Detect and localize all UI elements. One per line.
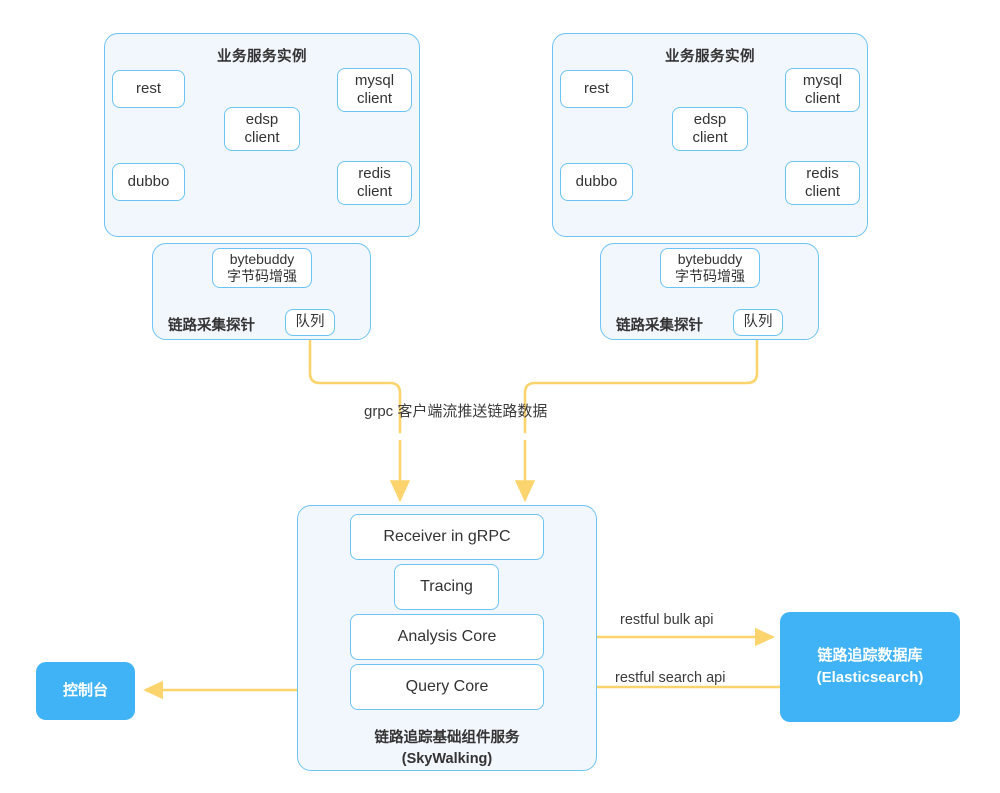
component-dubbo-1[interactable]: dubbo	[112, 163, 185, 201]
module-tracing[interactable]: Tracing	[394, 564, 499, 610]
component-edsp-client-2[interactable]: edsp client	[672, 107, 748, 151]
queue-box-2[interactable]: 队列	[733, 309, 783, 336]
component-label-line1: redis	[806, 164, 839, 182]
component-label-line2: client	[356, 90, 393, 107]
skywalking-caption: 链路追踪基础组件服务 (SkyWalking)	[298, 728, 596, 770]
queue-box-1[interactable]: 队列	[285, 309, 335, 336]
component-label-line1: mysql	[354, 71, 395, 89]
component-label-line2: client	[804, 90, 841, 107]
console-label: 控制台	[62, 682, 108, 700]
module-query-core[interactable]: Query Core	[350, 664, 544, 710]
component-label: rest	[583, 79, 609, 97]
component-label: dubbo	[127, 172, 170, 190]
component-redis-client-1[interactable]: redis client	[337, 161, 412, 205]
service-instance-title-1: 业务服务实例	[217, 49, 307, 65]
component-label-line2: client	[804, 183, 841, 200]
component-redis-client-2[interactable]: redis client	[785, 161, 860, 205]
storage-label-line1: 链路追踪数据库	[817, 647, 923, 665]
component-rest-1[interactable]: rest	[112, 70, 185, 108]
component-label-line1: mysql	[802, 71, 843, 89]
bytebuddy-box-1[interactable]: bytebuddy 字节码增强	[212, 248, 312, 288]
edge-label-restful-search-api: restful search api	[615, 670, 726, 686]
bytebuddy-line1: bytebuddy	[229, 250, 295, 267]
module-analysis-core[interactable]: Analysis Core	[350, 614, 544, 660]
component-mysql-client-1[interactable]: mysql client	[337, 68, 412, 112]
component-label-line2: client	[244, 129, 280, 146]
queue-label: 队列	[295, 313, 325, 330]
storage-elasticsearch-box[interactable]: 链路追踪数据库 (Elasticsearch)	[780, 612, 960, 722]
console-box[interactable]: 控制台	[36, 662, 135, 720]
component-edsp-client-1[interactable]: edsp client	[224, 107, 300, 151]
service-instance-title-2: 业务服务实例	[665, 49, 755, 65]
edge-label-restful-bulk-api: restful bulk api	[620, 612, 714, 628]
bytebuddy-box-2[interactable]: bytebuddy 字节码增强	[660, 248, 760, 288]
component-label-line1: redis	[358, 164, 391, 182]
component-label: dubbo	[575, 172, 618, 190]
component-mysql-client-2[interactable]: mysql client	[785, 68, 860, 112]
component-label-line1: edsp	[693, 110, 727, 128]
component-label-line1: edsp	[245, 110, 279, 128]
component-rest-2[interactable]: rest	[560, 70, 633, 108]
module-label: Analysis Core	[397, 628, 497, 646]
module-label: Query Core	[405, 678, 489, 696]
grpc-transport-label: grpc 客户端流推送链路数据	[364, 403, 548, 420]
module-receiver-in-grpc[interactable]: Receiver in gRPC	[350, 514, 544, 560]
bytebuddy-line1: bytebuddy	[677, 250, 743, 267]
component-label-line2: client	[692, 129, 728, 146]
skywalking-caption-line1: 链路追踪基础组件服务	[374, 730, 520, 746]
probe-label-2: 链路采集探针	[616, 318, 703, 334]
component-dubbo-2[interactable]: dubbo	[560, 163, 633, 201]
module-label: Receiver in gRPC	[383, 528, 511, 546]
grpc-down-arrows	[389, 440, 536, 503]
component-label: rest	[135, 79, 161, 97]
queue-label: 队列	[743, 313, 773, 330]
bytebuddy-line2: 字节码增强	[227, 268, 297, 284]
probe-label-1: 链路采集探针	[168, 318, 255, 334]
skywalking-caption-line2: (SkyWalking)	[401, 751, 493, 768]
storage-label-line2: (Elasticsearch)	[816, 669, 924, 686]
component-label-line2: client	[356, 183, 393, 200]
module-label: Tracing	[420, 578, 473, 596]
bytebuddy-line2: 字节码增强	[675, 268, 745, 284]
